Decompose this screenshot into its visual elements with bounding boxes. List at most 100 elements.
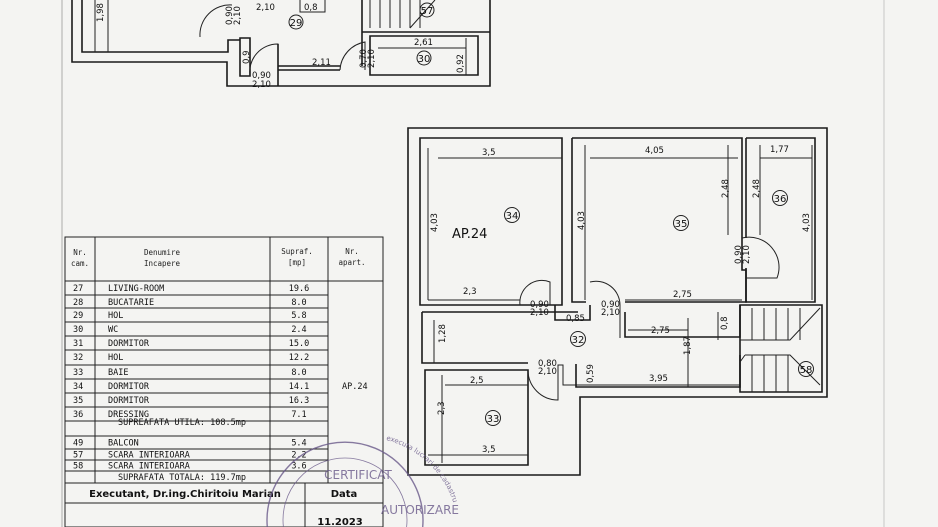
room-number: 35 xyxy=(675,219,688,230)
table-cell-area: 8.0 xyxy=(291,298,306,308)
room-number: 30 xyxy=(418,54,431,65)
executant-name: Executant, Dr.ing.Chiritoiu Marian xyxy=(89,489,281,500)
table-cell-name: WC xyxy=(108,325,118,335)
dim-label: 0,9 xyxy=(242,50,252,64)
dim-label: 2,5 xyxy=(470,376,484,386)
dim-label: 1,77 xyxy=(770,145,789,155)
room-number: 58 xyxy=(800,365,813,376)
dim-label: 0,92 xyxy=(456,54,466,73)
table-cell-nr: 34 xyxy=(73,382,83,392)
dim-label: 3,5 xyxy=(482,445,496,455)
table-cell-nr: 49 xyxy=(73,439,83,449)
door-width-label: 0,90 xyxy=(252,71,271,81)
table-cell-name: HOL xyxy=(108,311,123,321)
table-cell-name: DORMITOR xyxy=(108,339,150,349)
table-cell-name: BUCATARIE xyxy=(108,298,154,308)
table-cell-name: HOL xyxy=(108,353,123,363)
total-area-row: SUPRAFATA TOTALA: 119.7mp xyxy=(118,473,246,483)
header-area-line2: [mp] xyxy=(288,258,306,267)
table-cell-area: 5.4 xyxy=(291,439,306,449)
door-width-label: 0,90 xyxy=(601,300,620,310)
dim-label: 2,3 xyxy=(463,287,477,297)
table-cell-nr: 33 xyxy=(73,368,83,378)
room-number: 32 xyxy=(572,335,585,346)
room-area-table: Nr. cam. Denumire Incapere Supraf. [mp] … xyxy=(64,236,384,527)
header-apart-line2: apart. xyxy=(338,258,365,267)
table-cell-area: 2.2 xyxy=(291,451,306,461)
table-cell-name: SCARA INTERIOARA xyxy=(108,462,190,472)
table-cell-area: 7.1 xyxy=(291,410,306,420)
door-width-label: 0,70 xyxy=(359,49,369,68)
door-width-label: 0,90 xyxy=(225,6,235,25)
header-area-line1: Supraf. xyxy=(281,247,313,256)
stamp-certificat: CERTIFICAT xyxy=(324,468,392,482)
door-height-label: 2,10 xyxy=(538,367,557,377)
dim-label: 2,11 xyxy=(312,58,331,68)
room-number: 33 xyxy=(487,414,500,425)
dim-label: 0,8 xyxy=(720,316,730,330)
table-cell-nr: 58 xyxy=(73,462,83,472)
room-number: 34 xyxy=(506,211,519,222)
table-cell-nr: 31 xyxy=(73,339,83,349)
table-cell-area: 8.0 xyxy=(291,368,306,378)
dim-label: 3,5 xyxy=(482,148,496,158)
dim-label: 4,03 xyxy=(802,213,812,232)
stamp-autorizare: AUTORIZARE xyxy=(381,503,459,517)
table-cell-nr: 30 xyxy=(73,325,83,335)
date-value: 11.2023 xyxy=(317,517,363,527)
dim-label: 2,10 xyxy=(256,3,275,13)
table-cell-area: 2.4 xyxy=(291,325,306,335)
door-width-label: 0,90 xyxy=(530,300,549,310)
door-height-label: 2,10 xyxy=(601,308,620,318)
table-cell-name: SCARA INTERIOARA xyxy=(108,451,190,461)
apartment-label: AP.24 xyxy=(452,227,487,242)
door-width-label: 0,90 xyxy=(734,245,744,264)
lower-floor-plan: 3,5 4,05 1,77 4,03 4,03 2,48 2,48 4,03 0… xyxy=(407,127,828,476)
dim-label: 1,87 xyxy=(683,336,693,355)
room-number: 29 xyxy=(290,18,303,29)
dim-label: 2,61 xyxy=(414,38,433,48)
table-cell-nr: 27 xyxy=(73,284,83,294)
door-height-label: 2,10 xyxy=(367,49,377,68)
dim-label: 4,05 xyxy=(645,146,664,156)
table-cell-name: LIVING-ROOM xyxy=(108,284,164,294)
dim-label: 2,48 xyxy=(752,179,762,198)
door-width-label: 0,80 xyxy=(538,359,557,369)
table-cell-area: 14.1 xyxy=(289,382,309,392)
door-height-label: 2,10 xyxy=(233,6,243,25)
table-cell-nr: 35 xyxy=(73,396,83,406)
table-cell-nr: 32 xyxy=(73,353,83,363)
upper-floor-plan: 1,98 0,90 2,10 2,10 0,8 0,9 0,90 2,10 2,… xyxy=(71,0,491,90)
door-height-label: 2,10 xyxy=(252,80,271,90)
table-cell-area: 19.6 xyxy=(289,284,309,294)
header-name-line2: Incapere xyxy=(144,259,181,268)
table-cell-area: 15.0 xyxy=(289,339,309,349)
dim-label: 4,03 xyxy=(577,211,587,230)
table-cell-name: BALCON xyxy=(108,439,139,449)
apartment-cell: AP.24 xyxy=(342,382,368,392)
dim-label: 0,8 xyxy=(304,3,318,13)
table-cell-nr: 29 xyxy=(73,311,83,321)
dim-label: 2,48 xyxy=(721,179,731,198)
dim-label: 2,3 xyxy=(437,401,447,415)
table-cell-nr: 36 xyxy=(73,410,83,420)
dim-label: 0,59 xyxy=(586,364,596,383)
table-cell-area: 5.8 xyxy=(291,311,306,321)
table-cell-nr: 28 xyxy=(73,298,83,308)
table-cell-name: DORMITOR xyxy=(108,396,150,406)
date-label: Data xyxy=(331,489,358,500)
dim-label: 1,98 xyxy=(96,3,106,22)
useful-area-row: SUPREAFATA UTILA: 108.5mp xyxy=(118,418,246,428)
dim-label: 4,03 xyxy=(430,213,440,232)
table-cell-area: 3.6 xyxy=(291,462,306,472)
dim-label: 3,95 xyxy=(649,374,668,384)
svg-text:executa lucrari de cadastru: executa lucrari de cadastru xyxy=(385,434,459,503)
dim-label: 2,75 xyxy=(673,290,692,300)
dim-label: 0,85 xyxy=(566,314,585,324)
door-height-label: 2,10 xyxy=(530,308,549,318)
table-cell-name: DRESSING xyxy=(108,410,149,420)
dim-label: 2,75 xyxy=(651,326,670,336)
header-name-line1: Denumire xyxy=(144,248,181,257)
room-number: 36 xyxy=(774,194,787,205)
